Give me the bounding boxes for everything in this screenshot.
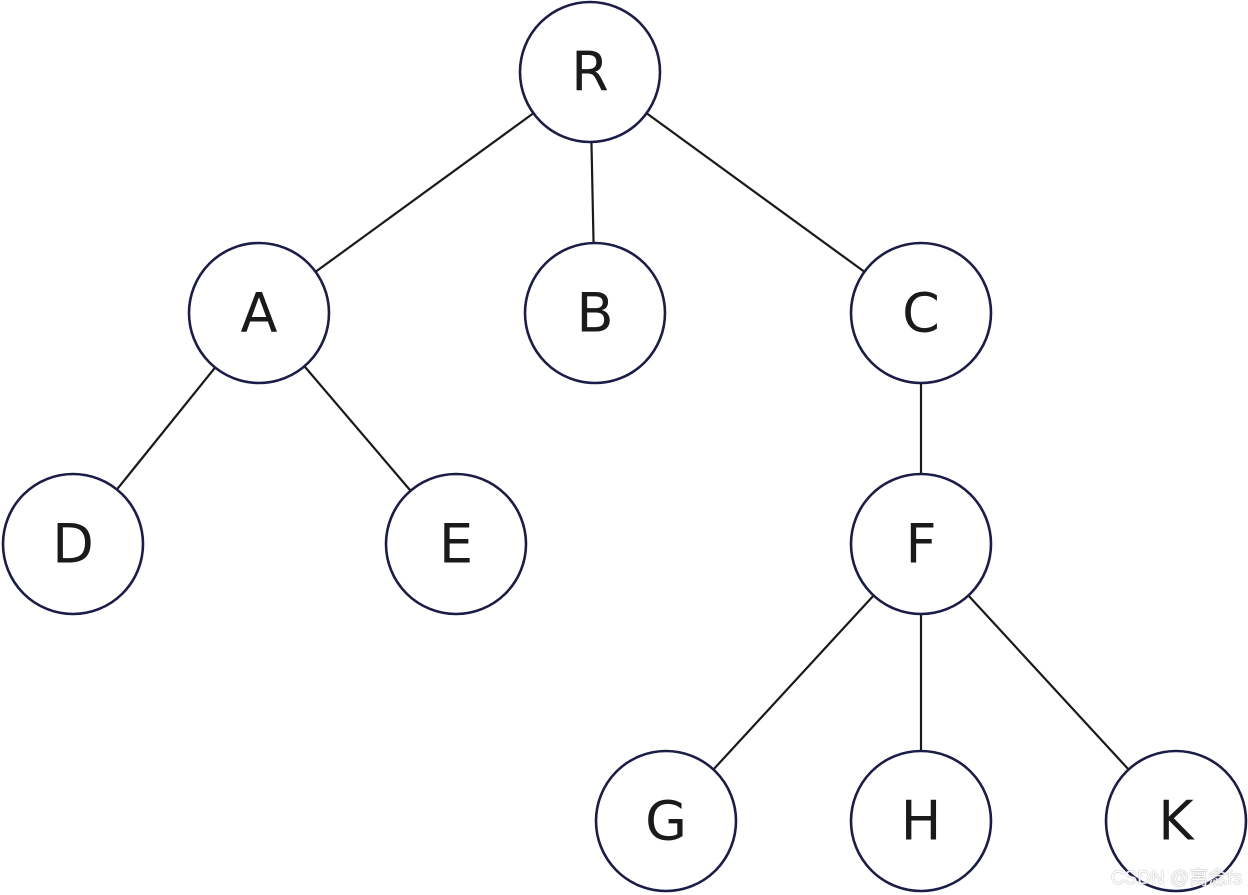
edge-a-d: [116, 366, 216, 491]
node-b: B: [523, 241, 667, 385]
edges-layer: [116, 112, 1130, 771]
node-label-c: C: [902, 282, 940, 345]
node-label-h: H: [901, 790, 942, 853]
node-k: K: [1104, 749, 1248, 893]
node-label-a: A: [241, 282, 278, 345]
node-circle-b: [523, 241, 667, 385]
watermark-text: CSDN @离念fs: [1110, 868, 1242, 889]
node-label-b: B: [576, 282, 613, 345]
node-circle-r: [518, 0, 662, 144]
edge-f-k: [967, 594, 1130, 771]
edge-r-c: [645, 112, 866, 273]
node-a: A: [187, 241, 331, 385]
node-circle-h: [849, 749, 993, 893]
edge-a-e: [303, 365, 412, 492]
edge-r-a: [314, 112, 535, 273]
edge-f-g: [712, 594, 875, 771]
node-r: R: [518, 0, 662, 144]
node-circle-k: [1104, 749, 1248, 893]
node-g: G: [594, 749, 738, 893]
node-c: C: [849, 241, 993, 385]
node-label-r: R: [571, 41, 609, 104]
edge-r-b: [590, 141, 595, 244]
node-label-e: E: [439, 513, 473, 576]
node-circle-d: [1, 472, 145, 616]
node-circle-e: [384, 472, 528, 616]
node-label-g: G: [645, 790, 687, 853]
node-circle-c: [849, 241, 993, 385]
node-circle-a: [187, 241, 331, 385]
node-circle-f: [849, 472, 993, 616]
node-h: H: [849, 749, 993, 893]
node-label-d: D: [52, 513, 94, 576]
node-label-f: F: [905, 513, 936, 576]
node-circle-g: [594, 749, 738, 893]
node-e: E: [384, 472, 528, 616]
node-label-k: K: [1158, 790, 1195, 853]
node-d: D: [1, 472, 145, 616]
node-f: F: [849, 472, 993, 616]
